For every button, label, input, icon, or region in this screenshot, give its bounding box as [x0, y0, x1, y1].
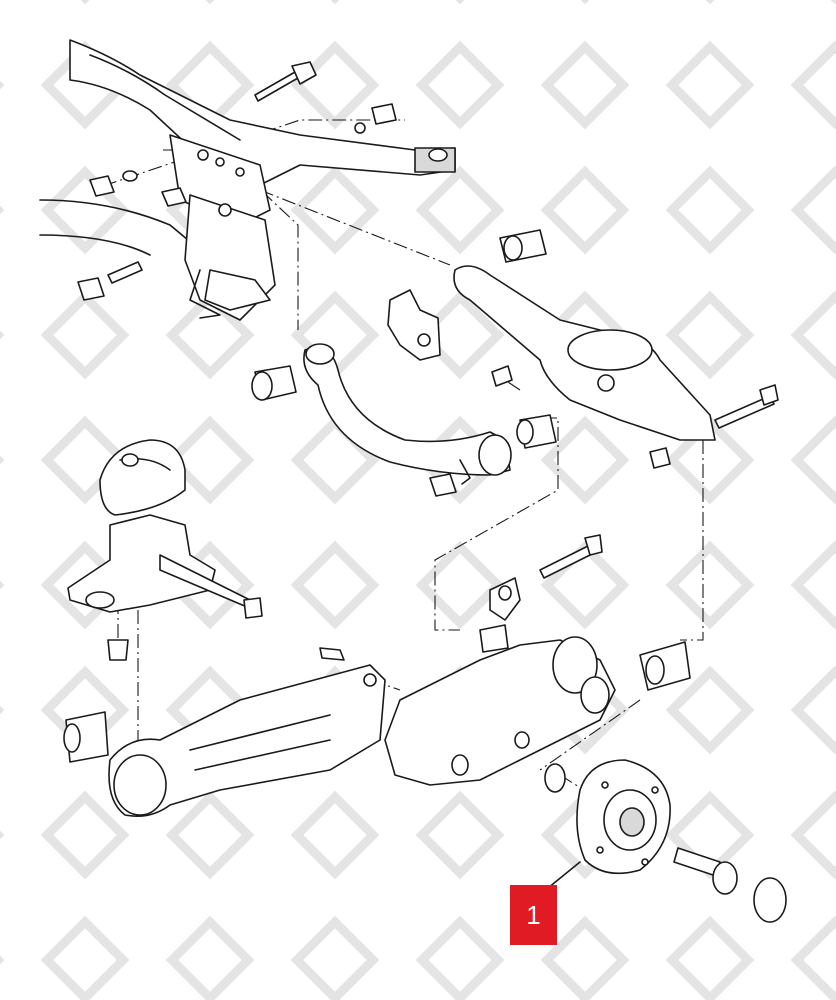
watermark-diamond [415, 165, 505, 255]
subframe-mount-bolt [77, 261, 143, 301]
watermark-diamond [665, 165, 755, 255]
bump-stop [99, 439, 186, 516]
watermark-diamond [290, 540, 380, 630]
watermark-diamond [290, 790, 380, 880]
watermark-diamond [665, 290, 755, 380]
watermark-diamond [540, 915, 630, 1000]
subframe [39, 39, 456, 321]
watermark-diamond [415, 915, 505, 1000]
spring-seat-mount [67, 514, 263, 661]
watermark-diamond [790, 290, 836, 380]
watermark-diamond [165, 790, 255, 880]
watermark-diamond [290, 915, 380, 1000]
watermark-diamond [165, 290, 255, 380]
wheel-carrier [384, 534, 691, 786]
watermark-diamond [665, 665, 755, 755]
watermark-diamond [165, 915, 255, 1000]
trailing-arm [63, 647, 386, 818]
callout-leader-line [547, 861, 581, 889]
watermark-diamond [165, 415, 255, 505]
watermark-diamond [290, 165, 380, 255]
watermark-diamond [40, 915, 130, 1000]
watermark-diamond [790, 790, 836, 880]
watermark-diamond [665, 415, 755, 505]
part-number-callout[interactable]: 1 [510, 885, 557, 945]
watermark-diamond [790, 915, 836, 1000]
watermark-diamond [790, 540, 836, 630]
watermark-diamond [790, 665, 836, 755]
watermark-diamond [540, 415, 630, 505]
washer-nut-set [89, 103, 397, 207]
watermark-diamond [40, 415, 130, 505]
watermark-diamond [665, 540, 755, 630]
watermark-diamond [40, 790, 130, 880]
watermark-diamond [540, 540, 630, 630]
wheel-hub [544, 759, 787, 923]
upper-bolt [254, 61, 317, 102]
watermark-diamond [665, 915, 755, 1000]
lower-spring-arm [453, 229, 779, 469]
watermark-diamond [415, 40, 505, 130]
watermark-diamond [290, 40, 380, 130]
watermark-diamond [540, 40, 630, 130]
watermark-diamond [40, 290, 130, 380]
watermark-diamond [665, 40, 755, 130]
watermark-diamond [790, 165, 836, 255]
watermark-diamond [40, 165, 130, 255]
watermark-diamond [540, 165, 630, 255]
mounting-bracket [387, 289, 441, 361]
watermark-diamond [790, 40, 836, 130]
upper-control-arm [251, 343, 557, 497]
watermark-diamond [790, 415, 836, 505]
watermark-diamond [415, 790, 505, 880]
watermark-diamond [415, 540, 505, 630]
